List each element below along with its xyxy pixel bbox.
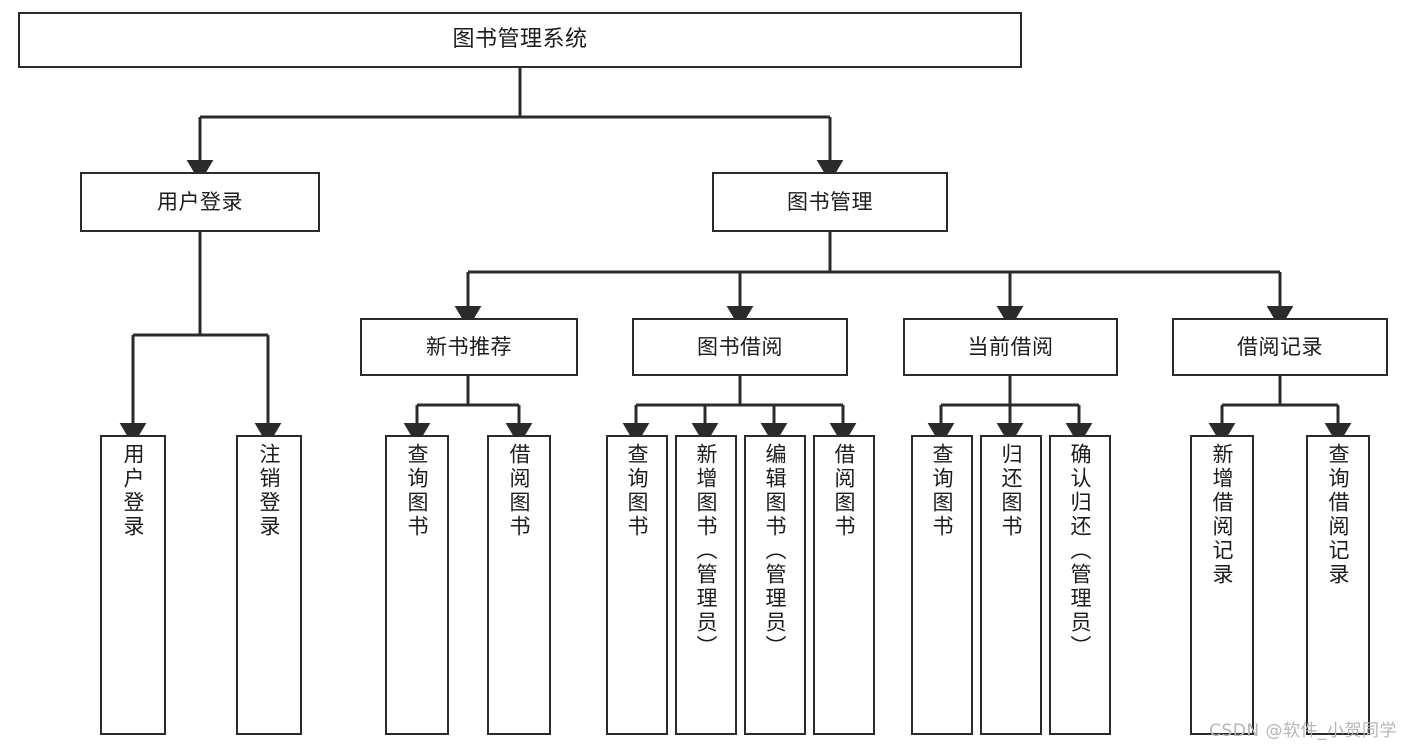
node-label: 查询借阅记录 (1326, 443, 1351, 587)
node-label: 新增图书（管理员） (694, 443, 719, 659)
node-user-login[interactable]: 用户登录 (80, 172, 320, 232)
leaf-book-borrow-add[interactable]: 新增图书（管理员） (675, 435, 737, 735)
node-label: 新书推荐 (426, 334, 512, 359)
leaf-user-login-login[interactable]: 用户登录 (100, 435, 166, 735)
node-label: 确认归还（管理员） (1068, 443, 1093, 659)
node-label: 图书管理系统 (452, 27, 588, 53)
node-label: 用户登录 (157, 189, 243, 214)
node-label: 归还图书 (999, 443, 1024, 539)
watermark: CSDN @软件_小贺同学 (1209, 721, 1397, 741)
node-label: 编辑图书（管理员） (763, 443, 788, 659)
node-label: 注销登录 (257, 443, 282, 539)
node-label: 当前借阅 (967, 334, 1054, 359)
node-root-system[interactable]: 图书管理系统 (18, 12, 1022, 68)
node-label: 查询图书 (405, 443, 430, 539)
leaf-current-borrow-query[interactable]: 查询图书 (911, 435, 973, 735)
leaf-borrow-record-add[interactable]: 新增借阅记录 (1190, 435, 1254, 735)
leaf-book-borrow-borrow[interactable]: 借阅图书 (813, 435, 875, 735)
node-new-book-recommend[interactable]: 新书推荐 (360, 318, 578, 376)
node-label: 图书管理 (787, 189, 873, 214)
leaf-book-borrow-query[interactable]: 查询图书 (606, 435, 668, 735)
leaf-current-borrow-return[interactable]: 归还图书 (980, 435, 1042, 735)
leaf-new-book-borrow[interactable]: 借阅图书 (487, 435, 551, 735)
node-borrow-record[interactable]: 借阅记录 (1172, 318, 1388, 376)
node-label: 借阅记录 (1237, 334, 1323, 359)
node-book-borrow[interactable]: 图书借阅 (632, 318, 848, 376)
node-book-management[interactable]: 图书管理 (712, 172, 948, 232)
leaf-borrow-record-query[interactable]: 查询借阅记录 (1306, 435, 1370, 735)
leaf-new-book-query[interactable]: 查询图书 (385, 435, 449, 735)
node-label: 图书借阅 (697, 334, 783, 359)
node-label: 用户登录 (121, 443, 146, 539)
node-current-borrow[interactable]: 当前借阅 (903, 318, 1118, 376)
node-label: 借阅图书 (507, 443, 532, 539)
node-label: 借阅图书 (832, 443, 857, 539)
leaf-current-borrow-confirm[interactable]: 确认归还（管理员） (1049, 435, 1111, 735)
node-label: 查询图书 (625, 443, 650, 539)
node-label: 新增借阅记录 (1210, 443, 1235, 587)
leaf-book-borrow-edit[interactable]: 编辑图书（管理员） (744, 435, 806, 735)
node-label: 查询图书 (930, 443, 955, 539)
leaf-user-login-logout[interactable]: 注销登录 (236, 435, 302, 735)
